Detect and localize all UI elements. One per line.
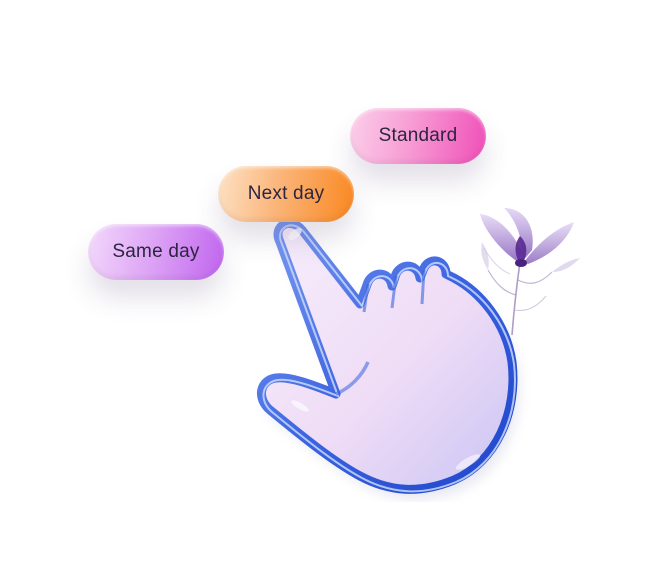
next-day-option-button[interactable]: Next day (218, 166, 354, 222)
same-day-option-button[interactable]: Same day (88, 224, 224, 280)
next-day-option-label: Next day (247, 183, 325, 204)
same-day-option-label: Same day (112, 241, 200, 262)
pointing-hand-icon (257, 218, 519, 500)
standard-option-button[interactable]: Standard (350, 108, 486, 164)
flower-icon (480, 208, 580, 336)
standard-option-label: Standard (378, 125, 458, 146)
